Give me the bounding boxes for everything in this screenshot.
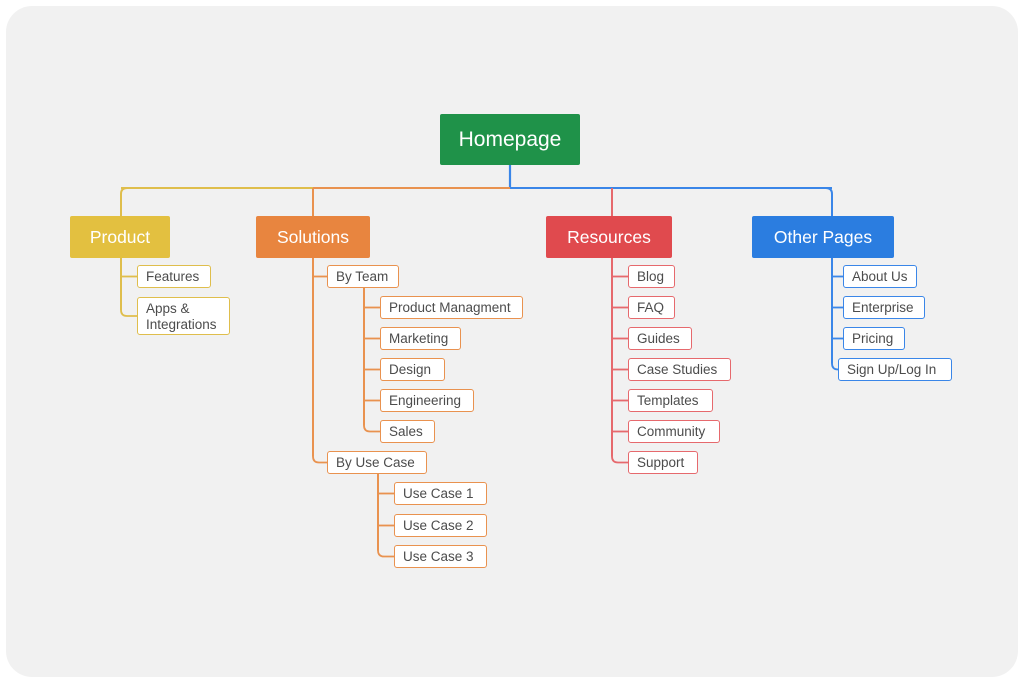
node-label: Apps &Integrations [146, 301, 217, 334]
node-apps-integrations[interactable]: Apps &Integrations [137, 297, 230, 335]
connector [363, 425, 380, 433]
connector [611, 456, 628, 464]
node-pricing[interactable]: Pricing [843, 327, 905, 350]
node-label-line: Apps & [146, 300, 190, 316]
node-label: Resources [567, 226, 651, 247]
node-label: Case Studies [637, 362, 718, 377]
node-label: Use Case 1 [403, 486, 474, 501]
node-other-pages[interactable]: Other Pages [752, 216, 894, 258]
node-label: Product [89, 226, 151, 247]
node-solutions[interactable]: Solutions [256, 216, 370, 258]
node-label: By Use Case [336, 455, 415, 470]
node-label: FAQ [637, 300, 665, 315]
connector [831, 363, 839, 371]
node-label: Blog [637, 269, 665, 284]
node-community[interactable]: Community [628, 420, 720, 443]
connector [377, 550, 394, 558]
node-sign-up-log-in[interactable]: Sign Up/Log In [838, 358, 952, 381]
node-label: Design [389, 362, 432, 377]
node-label: Community [637, 424, 706, 439]
node-enterprise[interactable]: Enterprise [843, 296, 925, 319]
node-blog[interactable]: Blog [628, 265, 675, 288]
node-label: Sign Up/Log In [847, 362, 937, 377]
node-label: Engineering [389, 393, 462, 408]
node-about-us[interactable]: About Us [843, 265, 917, 288]
node-product-managment[interactable]: Product Managment [380, 296, 523, 319]
node-label: Guides [637, 331, 680, 346]
node-by-team[interactable]: By Team [327, 265, 399, 288]
node-guides[interactable]: Guides [628, 327, 692, 350]
node-use-case-3[interactable]: Use Case 3 [394, 545, 487, 568]
node-label: Other Pages [773, 226, 873, 247]
node-sales[interactable]: Sales [380, 420, 435, 443]
node-resources[interactable]: Resources [546, 216, 672, 258]
node-case-studies[interactable]: Case Studies [628, 358, 731, 381]
node-features[interactable]: Features [137, 265, 211, 288]
node-label: By Team [336, 269, 389, 284]
node-support[interactable]: Support [628, 451, 698, 474]
node-design[interactable]: Design [380, 358, 445, 381]
node-label: About Us [852, 269, 908, 284]
node-label: Use Case 3 [403, 549, 474, 564]
node-label: Homepage [458, 127, 562, 151]
node-label: Marketing [389, 331, 449, 346]
node-label: Enterprise [852, 300, 914, 315]
node-by-use-case[interactable]: By Use Case [327, 451, 427, 474]
node-faq[interactable]: FAQ [628, 296, 675, 319]
node-product[interactable]: Product [70, 216, 170, 258]
node-homepage[interactable]: Homepage [440, 114, 580, 165]
node-templates[interactable]: Templates [628, 389, 713, 412]
node-label: Sales [389, 424, 423, 439]
node-use-case-1[interactable]: Use Case 1 [394, 482, 487, 505]
node-label: Solutions [277, 226, 349, 247]
connector [825, 187, 833, 216]
connector [312, 456, 327, 464]
node-use-case-2[interactable]: Use Case 2 [394, 514, 487, 537]
node-label-line: Integrations [146, 317, 217, 332]
connector [120, 187, 128, 216]
node-marketing[interactable]: Marketing [380, 327, 461, 350]
connector [120, 309, 137, 317]
node-engineering[interactable]: Engineering [380, 389, 474, 412]
node-label: Support [637, 455, 685, 470]
node-label: Templates [637, 393, 699, 408]
node-label: Features [146, 269, 200, 284]
node-label: Pricing [852, 331, 894, 346]
node-label: Product Managment [389, 300, 511, 315]
node-label: Use Case 2 [403, 518, 474, 533]
